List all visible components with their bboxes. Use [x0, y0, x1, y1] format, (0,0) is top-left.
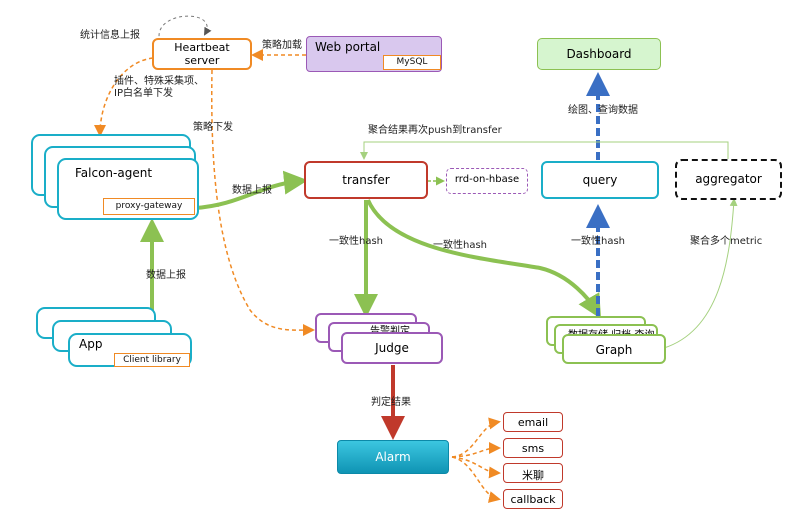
edge-policy-push [211, 69, 315, 337]
dashboard-node: Dashboard [537, 38, 661, 70]
dashboard-label: Dashboard [566, 47, 632, 61]
aggregator-node: aggregator [675, 159, 782, 200]
sms-label: sms [521, 442, 545, 455]
label-policy-load: 策略加载 [262, 40, 302, 51]
web-portal-node: Web portal MySQL [306, 36, 442, 72]
label-hash-judge: 一致性hash [329, 236, 384, 247]
label-data-report-agent: 数据上报 [232, 185, 272, 196]
mysql-label: MySQL [383, 55, 441, 70]
label-hash-graph: 一致性hash [433, 240, 488, 251]
client-library-label: Client library [114, 353, 190, 367]
edge-hash-graph [366, 199, 602, 319]
rrd-on-hbase-label: rrd-on-hbase [454, 174, 520, 185]
sms-node: sms [503, 438, 563, 458]
label-plugin-push: 插件、特殊采集项、 IP白名单下发 [114, 76, 204, 99]
label-hash-query: 一致性hash [571, 236, 626, 247]
app-node: App Client library [68, 333, 192, 367]
edge-plugin-push [94, 57, 154, 137]
falcon-agent-node: Falcon-agent proxy-gateway [57, 158, 199, 220]
judge-node: Judge [341, 332, 443, 364]
label-stats-report: 统计信息上报 [80, 30, 140, 41]
query-label: query [582, 173, 618, 187]
judge-back-label: 告警判定 [370, 322, 410, 337]
edge-stats-report [158, 15, 212, 43]
label-policy-push: 策略下发 [193, 122, 233, 133]
alarm-label: Alarm [375, 450, 411, 464]
label-data-report-app: 数据上报 [146, 270, 186, 281]
heartbeat-server-label: Heartbeat server [174, 41, 230, 67]
transfer-label: transfer [342, 173, 390, 187]
email-node: email [503, 412, 563, 432]
label-agg-push: 聚合结果再次push到transfer [368, 125, 502, 136]
edge-alarm-sms [451, 442, 501, 458]
label-agg-metric: 聚合多个metric [690, 236, 763, 247]
transfer-node: transfer [304, 161, 428, 199]
alarm-node: Alarm [337, 440, 449, 474]
label-draw-query: 绘图、查询数据 [568, 105, 638, 116]
label-judge-result: 判定结果 [371, 397, 411, 408]
mi-chat-label: 米聊 [522, 469, 544, 482]
query-node: query [541, 161, 659, 199]
callback-node: callback [503, 489, 563, 509]
edge-agg-push [360, 141, 729, 160]
callback-label: callback [510, 493, 556, 506]
graph-label: Graph [595, 343, 633, 357]
falcon-agent-label: Falcon-agent [75, 166, 153, 180]
aggregator-label: aggregator [695, 172, 762, 186]
edge-alarm-mi-chat [451, 456, 501, 479]
judge-label: Judge [375, 341, 409, 355]
edge-alarm-callback [451, 456, 501, 503]
edge-alarm-email [451, 417, 501, 458]
graph-node: Graph [562, 334, 666, 364]
heartbeat-server-node: Heartbeat server [152, 38, 252, 70]
edge-data-report-agent [194, 170, 308, 210]
proxy-gateway-label: proxy-gateway [103, 198, 195, 215]
mi-chat-node: 米聊 [503, 463, 563, 483]
rrd-on-hbase-node: rrd-on-hbase [446, 168, 528, 194]
app-label: App [79, 337, 103, 351]
email-label: email [517, 416, 549, 429]
edge-agg-metric [663, 198, 738, 349]
web-portal-label: Web portal [315, 40, 381, 54]
